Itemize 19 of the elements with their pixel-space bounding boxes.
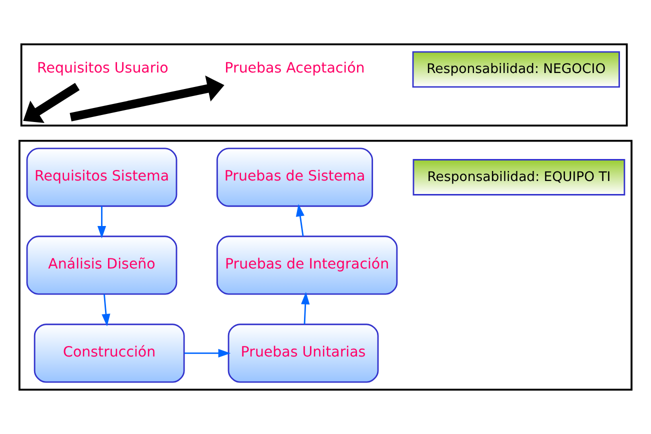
node-text: Requisitos Usuario — [37, 60, 168, 77]
arrow — [301, 292, 310, 324]
node-box: Construcción — [34, 324, 185, 383]
arrow — [296, 204, 304, 236]
arrow — [102, 294, 110, 326]
arrow — [23, 82, 80, 123]
node-box: Pruebas de Sistema — [216, 148, 374, 207]
arrow — [184, 348, 231, 358]
arrow — [70, 76, 224, 122]
node-box: Requisitos Sistema — [26, 148, 178, 207]
node-box: Pruebas de Integración — [216, 236, 398, 295]
arrow — [97, 206, 106, 238]
node-box: Responsabilidad: NEGOCIO — [412, 51, 620, 88]
cluster — [20, 43, 628, 127]
node-box: Análisis Diseño — [26, 236, 178, 295]
cluster — [18, 140, 632, 391]
node-box: Pruebas Unitarias — [228, 324, 379, 383]
node-text: Pruebas Aceptación — [224, 60, 365, 77]
node-box: Responsabilidad: EQUIPO TI — [412, 159, 626, 196]
